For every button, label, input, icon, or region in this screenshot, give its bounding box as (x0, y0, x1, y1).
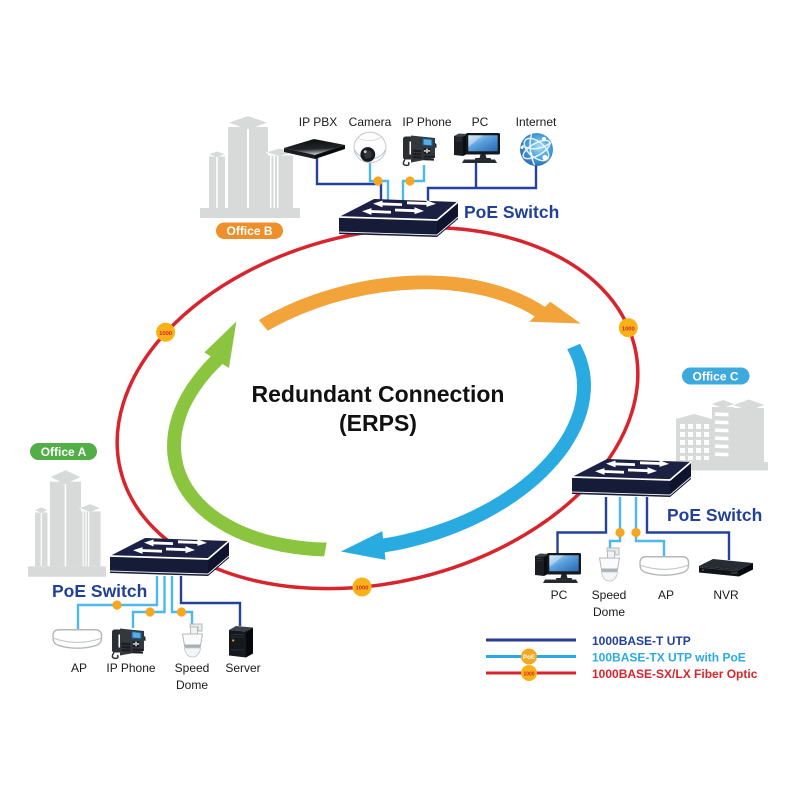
svg-text:Speed: Speed (175, 661, 210, 675)
svg-text:1000BASE-SX/LX Fiber Optic: 1000BASE-SX/LX Fiber Optic (592, 667, 758, 681)
svg-text:PC: PC (551, 588, 568, 602)
svg-text:Dome: Dome (593, 605, 625, 619)
svg-text:PoE Switch: PoE Switch (464, 202, 559, 222)
svg-text:Dome: Dome (176, 678, 208, 692)
svg-text:AP: AP (71, 661, 87, 675)
svg-text:PoE Switch: PoE Switch (52, 581, 147, 601)
svg-text:Office A: Office A (41, 445, 87, 459)
svg-text:Office C: Office C (692, 370, 738, 384)
svg-text:IP PBX: IP PBX (299, 115, 337, 129)
svg-text:1000: 1000 (523, 671, 534, 677)
svg-text:IP Phone: IP Phone (402, 115, 451, 129)
svg-text:Redundant Connection: Redundant Connection (252, 381, 505, 407)
svg-text:PC: PC (472, 115, 489, 129)
svg-text:PoE Switch: PoE Switch (667, 505, 762, 525)
svg-text:(ERPS): (ERPS) (339, 410, 417, 436)
svg-text:Internet: Internet (516, 115, 557, 129)
svg-text:1000BASE-T UTP: 1000BASE-T UTP (592, 634, 691, 648)
svg-text:100BASE-TX UTP with PoE: 100BASE-TX UTP with PoE (592, 651, 746, 665)
svg-text:Server: Server (225, 661, 260, 675)
svg-text:AP: AP (658, 588, 674, 602)
svg-text:NVR: NVR (713, 588, 739, 602)
svg-text:PoE: PoE (523, 654, 535, 661)
svg-text:Camera: Camera (349, 115, 392, 129)
svg-text:IP Phone: IP Phone (106, 661, 155, 675)
svg-text:Speed: Speed (592, 588, 627, 602)
svg-text:Office B: Office B (226, 224, 272, 238)
